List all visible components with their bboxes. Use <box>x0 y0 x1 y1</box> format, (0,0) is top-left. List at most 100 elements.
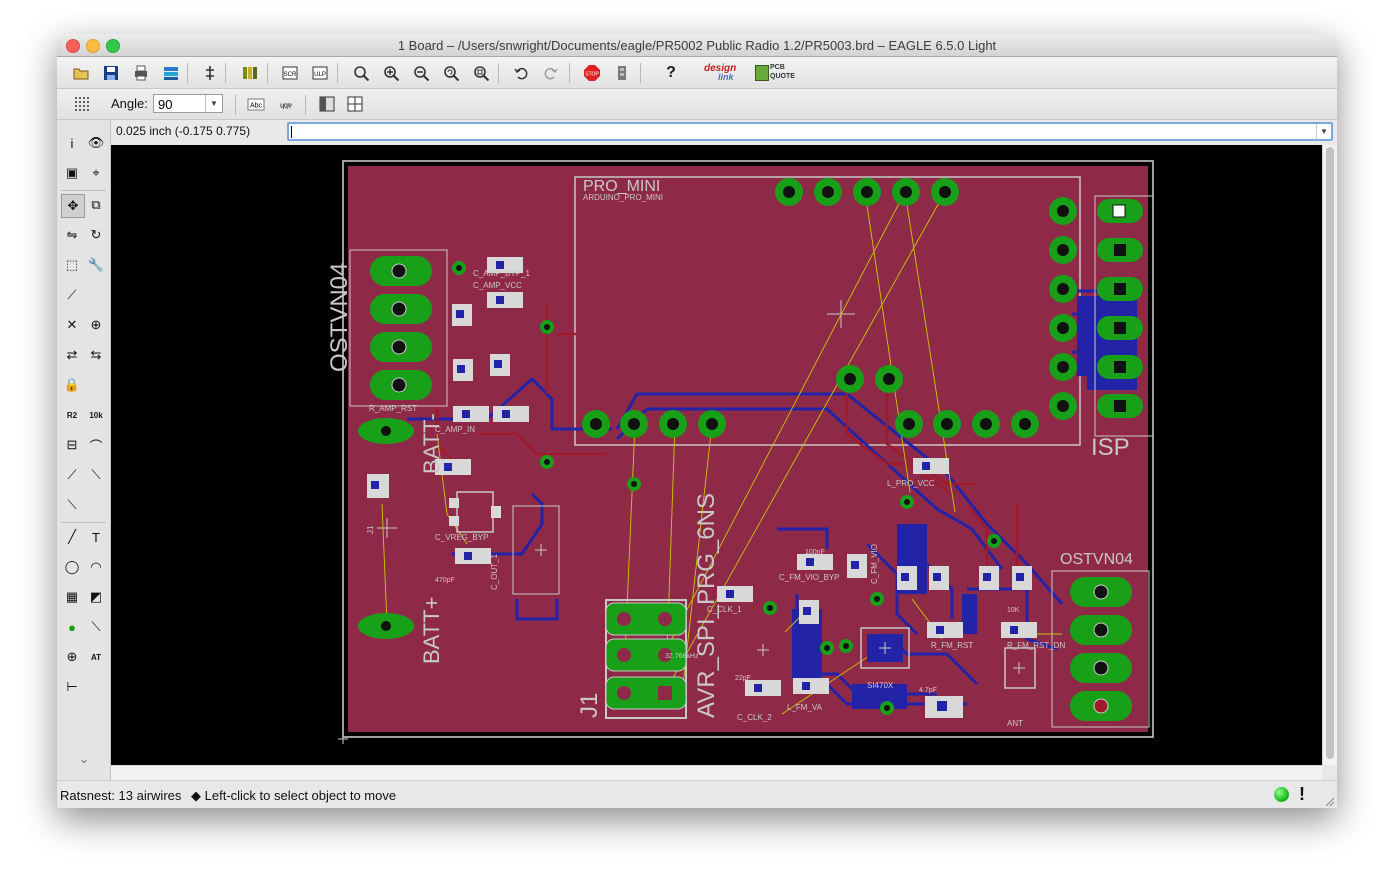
polygon-tool-icon[interactable]: ◩ <box>89 589 103 604</box>
attribute-tool-icon[interactable]: AT <box>90 652 102 662</box>
dimension-tool-icon[interactable]: ⊢ <box>66 679 78 694</box>
pro-mini-header-top <box>775 178 959 206</box>
pcbquote-label-2: QUOTE <box>770 73 795 80</box>
change-tool-icon[interactable]: 🔧 <box>87 257 105 272</box>
ulp-icon[interactable]: ULP <box>309 62 331 84</box>
zoom-fit-icon[interactable] <box>350 62 372 84</box>
board-canvas[interactable]: PRO_MINI ARDUINO_PRO_MINI OSTVN04 OSTVN0… <box>111 145 1322 765</box>
via-holes <box>456 265 997 711</box>
designlink-label-2: link <box>718 72 734 82</box>
mark-tool-icon[interactable]: ⌖ <box>92 165 100 180</box>
miter-tool-icon[interactable]: ⌒ <box>89 438 103 454</box>
optimize-tool-icon[interactable]: ⟋ <box>67 287 77 302</box>
designlink-button[interactable]: design link <box>702 62 744 84</box>
rect-tool-icon[interactable]: ▦ <box>65 589 79 604</box>
spin-text-icon[interactable]: Abc <box>245 93 267 115</box>
rotated-text-icon[interactable]: ɥqɐ <box>275 93 297 115</box>
r-amp-rst-label: R_AMP_RST <box>369 404 417 413</box>
info-tool-icon[interactable]: i <box>70 135 74 151</box>
zoom-window-button[interactable] <box>106 39 120 53</box>
redo-icon[interactable] <box>540 62 562 84</box>
pro-mini-header-bottom-left <box>582 410 726 438</box>
vertical-scrollbar[interactable] <box>1322 145 1337 765</box>
exclamation-icon[interactable]: ! <box>1299 784 1305 804</box>
si470x-chip <box>860 627 910 669</box>
arc-tool-icon[interactable]: ◠ <box>90 559 102 574</box>
cam-icon[interactable] <box>160 62 182 84</box>
group-tool-icon[interactable]: ⬚ <box>65 257 79 272</box>
vertical-scroll-thumb[interactable] <box>1326 147 1334 759</box>
display-tool-icon[interactable]: ▣ <box>65 165 79 180</box>
circle-tool-icon[interactable]: ◯ <box>64 559 80 574</box>
resize-grip-icon[interactable] <box>1325 797 1335 807</box>
grid-icon[interactable] <box>71 93 93 115</box>
zoom-out-icon[interactable] <box>410 62 432 84</box>
mirror-tool-icon[interactable]: ⇋ <box>66 227 78 242</box>
script-icon[interactable]: SCR <box>279 62 301 84</box>
command-history-chevron-icon[interactable]: ▼ <box>1316 124 1331 139</box>
layer-top-icon[interactable] <box>316 93 338 115</box>
angle-select[interactable]: 90 ▼ <box>153 94 223 113</box>
close-window-button[interactable] <box>66 39 80 53</box>
value-100nf-label: 100nF <box>805 549 825 556</box>
status-message: Ratsnest: 13 airwires ◆ Left-click to se… <box>60 788 396 804</box>
chevron-down-icon[interactable]: ▼ <box>205 95 222 112</box>
copy-tool-icon[interactable]: ⧉ <box>91 197 101 212</box>
go-icon[interactable] <box>611 62 633 84</box>
value-tool-icon[interactable]: 10k <box>89 410 103 420</box>
help-icon[interactable]: ? <box>666 64 676 81</box>
c-clk-1-label: C_CLK_1 <box>707 605 742 614</box>
tool-separator <box>61 190 106 191</box>
replace-tool-icon[interactable]: ⇆ <box>90 347 102 362</box>
add-tool-icon[interactable]: ⊕ <box>90 317 102 332</box>
pcbquote-button[interactable]: PCB QUOTE <box>755 62 795 84</box>
open-icon[interactable] <box>70 62 92 84</box>
si470x-label: SI470X <box>867 681 894 690</box>
hole-tool-icon[interactable]: ⊕ <box>66 649 78 664</box>
zoom-in-icon[interactable] <box>380 62 402 84</box>
rotate-tool-icon[interactable]: ↻ <box>90 227 102 242</box>
wire-tool-icon[interactable]: ╱ <box>68 529 76 544</box>
delete-tool-icon[interactable]: ✕ <box>66 317 78 332</box>
print-icon[interactable] <box>130 62 152 84</box>
minimize-window-button[interactable] <box>86 39 100 53</box>
signal-tool-icon[interactable]: ⟍ <box>91 619 101 634</box>
hint-status: ◆ Left-click to select object to move <box>191 788 397 803</box>
pcb-board-drawing[interactable]: PRO_MINI ARDUINO_PRO_MINI OSTVN04 OSTVN0… <box>111 145 1322 765</box>
command-input[interactable]: ▼ <box>287 122 1333 141</box>
isp-label: ISP <box>1091 434 1130 461</box>
layer-bottom-icon[interactable] <box>344 93 366 115</box>
c-amp-vcc-label: C_AMP_VCC <box>473 281 522 290</box>
c-clk-2-label: C_CLK_2 <box>737 713 772 722</box>
text-tool-icon[interactable]: T <box>92 529 100 545</box>
window-title: 1 Board – /Users/snwright/Documents/eagl… <box>397 38 997 53</box>
undo-icon[interactable] <box>510 62 532 84</box>
switch-to-schematic-icon[interactable] <box>199 62 221 84</box>
pcbquote-label: PCB <box>770 64 785 71</box>
library-icon[interactable] <box>239 62 261 84</box>
show-tool-icon[interactable]: 👁 <box>87 135 105 150</box>
horizontal-scrollbar[interactable] <box>111 765 1322 781</box>
crystal <box>1004 647 1036 689</box>
ostvn04-right-label: OSTVN04 <box>1060 551 1133 568</box>
right-terminal-block <box>1051 570 1150 728</box>
lock-tool-icon[interactable]: 🔒 <box>63 377 81 392</box>
ripup-tool-icon[interactable]: ⟍ <box>91 467 101 482</box>
signal-tool-icon[interactable]: ⟍ <box>67 497 77 512</box>
svg-text:STOP: STOP <box>585 72 599 78</box>
via-tool-icon[interactable]: ● <box>68 619 76 635</box>
c-amp-in-label: C_AMP_IN <box>435 425 475 434</box>
smash-tool-icon[interactable]: ⊟ <box>66 437 78 452</box>
more-tools-chevron-icon[interactable]: ⌄ <box>78 751 90 766</box>
split-tool-icon[interactable]: ⟋ <box>67 467 77 482</box>
save-icon[interactable] <box>100 62 122 84</box>
name-tool-icon[interactable]: R2 <box>66 410 78 420</box>
l-pro-vcc-label: L_PRO_VCC <box>887 479 935 488</box>
text-caret <box>291 126 292 138</box>
zoom-select-icon[interactable] <box>470 62 492 84</box>
stop-icon[interactable]: STOP <box>581 62 603 84</box>
zoom-redraw-icon[interactable] <box>440 62 462 84</box>
pinswap-tool-icon[interactable]: ⇄ <box>66 347 78 362</box>
svg-text:ULP: ULP <box>314 72 326 78</box>
move-tool-icon[interactable]: ✥ <box>61 194 85 218</box>
